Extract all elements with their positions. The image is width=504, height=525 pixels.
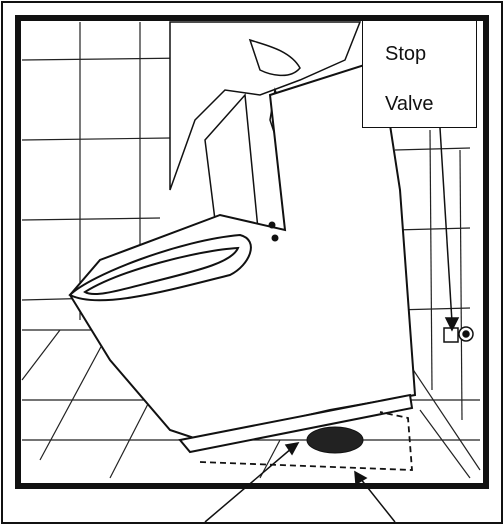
- stop-valve-label-box: Stop Valve: [362, 20, 477, 128]
- stop-valve: [444, 327, 473, 342]
- drain-hole: [307, 427, 363, 453]
- label-line-1: Stop: [363, 43, 476, 66]
- label-line-2: Valve: [363, 93, 476, 116]
